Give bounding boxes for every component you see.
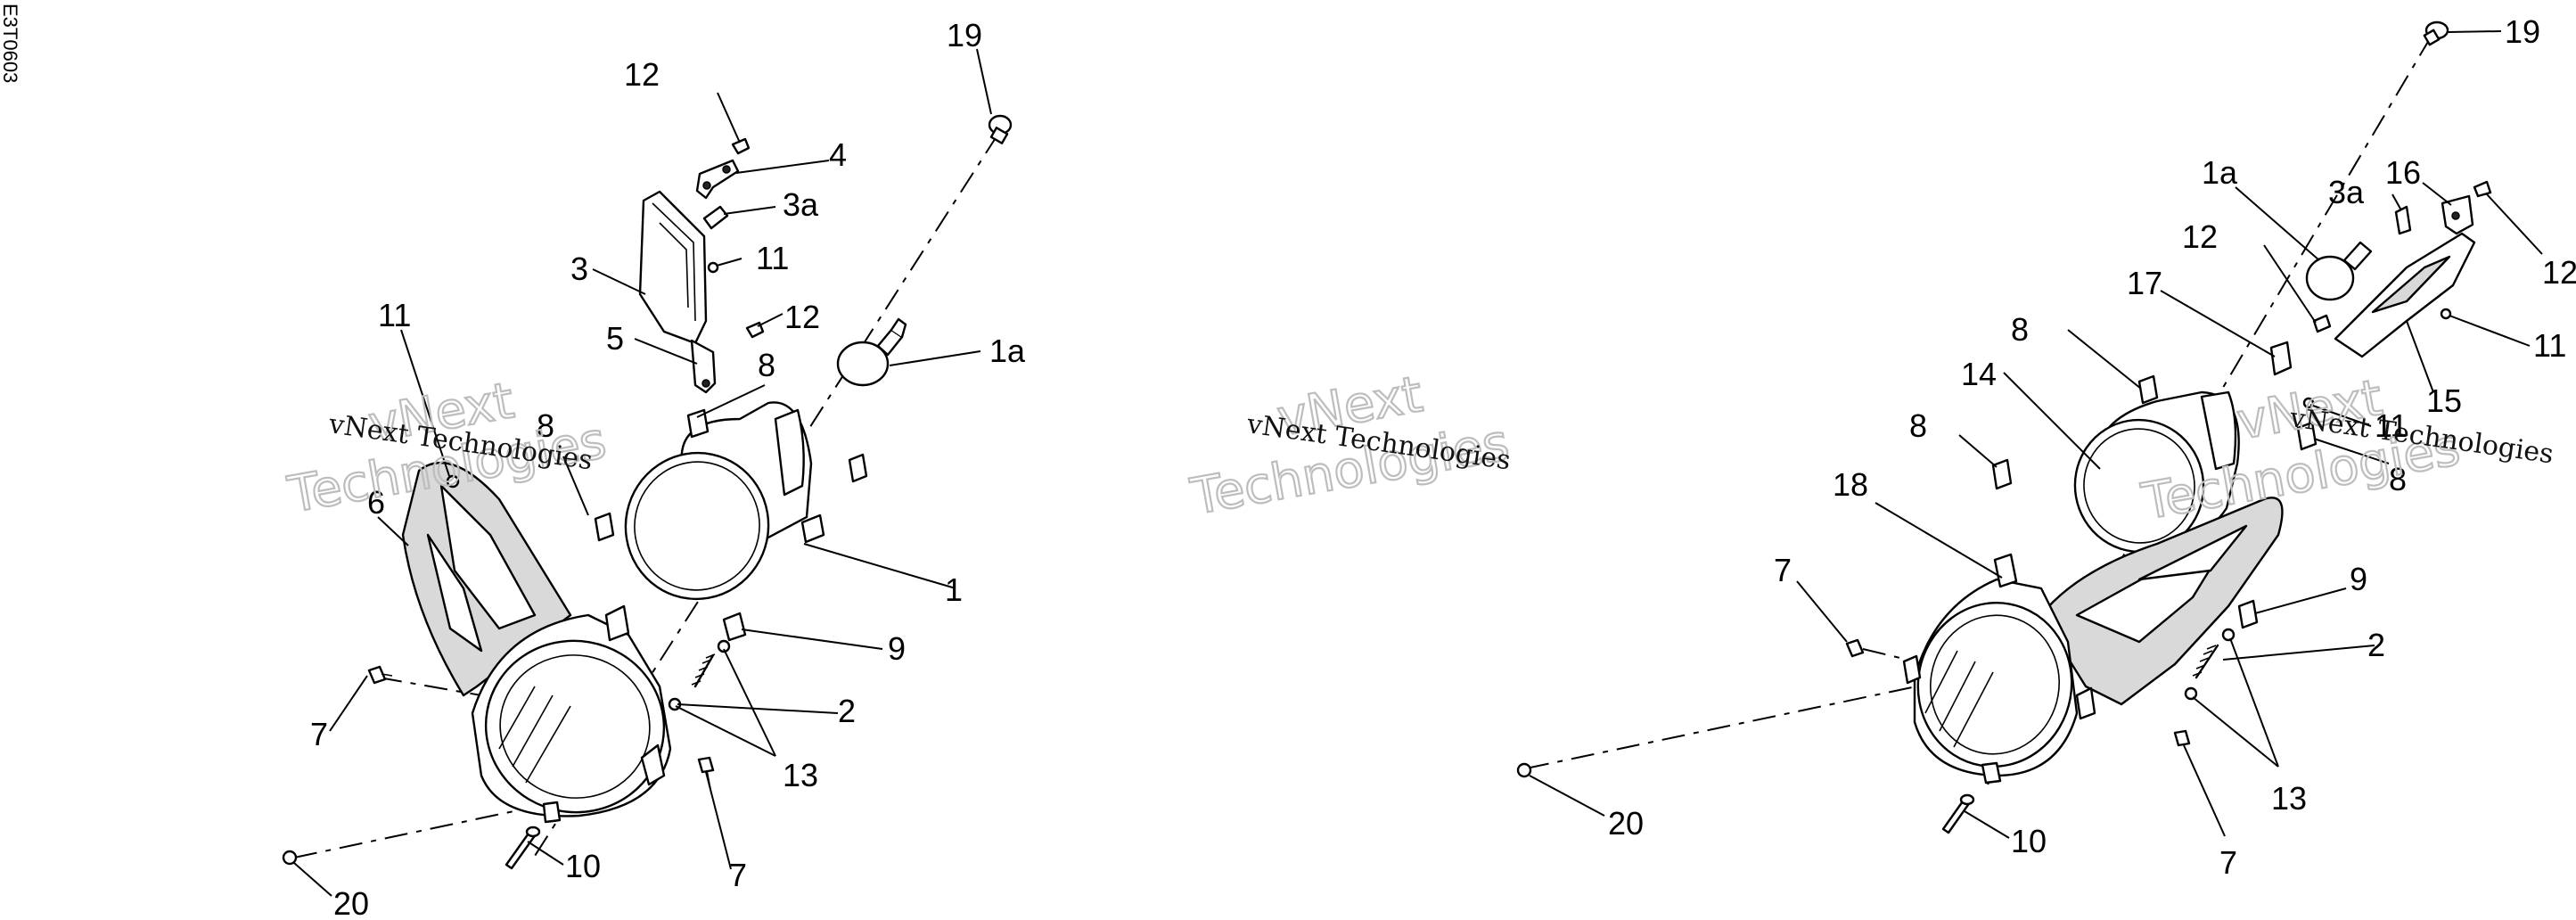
right-nut-13-b bbox=[2184, 686, 2198, 701]
left-callouts: 19 12 4 3a 3 11 5 12 8 1a 11 8 6 1 9 2 7… bbox=[310, 17, 1026, 920]
left-callout-20: 20 bbox=[333, 885, 369, 920]
right-callout-17: 17 bbox=[2127, 265, 2162, 301]
left-screw-20 bbox=[282, 850, 298, 866]
left-callout-3: 3 bbox=[570, 251, 588, 287]
right-callout-12-right: 12 bbox=[2542, 254, 2576, 291]
figure-code: E3T0603 bbox=[0, 4, 21, 83]
right-callout-18: 18 bbox=[1833, 466, 1868, 503]
right-bracket-16 bbox=[2441, 194, 2474, 235]
right-screw-12-right bbox=[2473, 180, 2492, 198]
right-clip-8-mid bbox=[1991, 458, 2013, 490]
left-callout-7-left: 7 bbox=[310, 716, 328, 752]
right-reflector-15 bbox=[2334, 232, 2476, 358]
center-watermark: vNext Technologies vNext Technologies bbox=[1185, 365, 1514, 528]
right-callout-15: 15 bbox=[2426, 382, 2462, 419]
right-screw-20 bbox=[1516, 762, 1532, 778]
right-callout-3a: 3a bbox=[2328, 174, 2365, 210]
right-nut-13-a bbox=[2221, 628, 2236, 642]
right-clip-8-right bbox=[2296, 421, 2318, 451]
right-callout-11-right: 11 bbox=[2533, 327, 2566, 364]
left-callout-8-mid: 8 bbox=[537, 407, 554, 444]
left-callout-1: 1 bbox=[945, 571, 963, 608]
right-callout-2: 2 bbox=[2367, 627, 2385, 663]
left-callout-12-mid: 12 bbox=[784, 299, 820, 335]
left-nut-13-a bbox=[717, 639, 731, 653]
right-nut-11-right bbox=[2440, 308, 2452, 320]
left-callout-13: 13 bbox=[783, 757, 818, 793]
left-nut-11-top bbox=[707, 261, 719, 274]
left-callout-11-top: 11 bbox=[756, 240, 789, 276]
left-screw-axis-7 bbox=[378, 677, 482, 696]
right-spring-2 bbox=[2192, 644, 2219, 679]
right-bulb-1a bbox=[2305, 241, 2373, 301]
right-callout-8-mid: 8 bbox=[1909, 407, 1927, 444]
left-callout-12-top: 12 bbox=[624, 56, 660, 93]
right-callout-10: 10 bbox=[2011, 823, 2047, 859]
left-nut-11-panel bbox=[446, 474, 460, 489]
left-headlamp-1 bbox=[624, 401, 825, 601]
right-callout-9: 9 bbox=[2350, 561, 2367, 597]
left-bulb-3a bbox=[702, 205, 729, 230]
right-headlamp-14 bbox=[2073, 390, 2240, 554]
left-callout-11-left: 11 bbox=[378, 297, 411, 333]
right-bulb-3a bbox=[2394, 205, 2412, 235]
left-screw-axis-20 bbox=[293, 806, 536, 858]
left-callout-2: 2 bbox=[838, 693, 856, 729]
right-callout-16: 16 bbox=[2385, 154, 2421, 191]
left-screw-12-top bbox=[731, 137, 751, 155]
left-callout-6: 6 bbox=[367, 484, 385, 521]
left-bracket-5 bbox=[690, 339, 717, 394]
left-spring-2 bbox=[691, 653, 716, 688]
left-bulb-1a bbox=[836, 317, 907, 387]
left-clip-8-c bbox=[594, 512, 615, 542]
right-screw-axis-20 bbox=[1525, 686, 1917, 769]
left-callout-9: 9 bbox=[888, 630, 906, 667]
right-callout-13: 13 bbox=[2271, 780, 2307, 817]
left-exploded-view: 19 12 4 3a 3 11 5 12 8 1a 11 8 6 1 9 2 7… bbox=[282, 17, 1026, 920]
right-callouts: 19 1a 16 3a 12 12 17 11 8 15 14 11 8 8 1… bbox=[1608, 13, 2576, 881]
right-callout-12-left: 12 bbox=[2182, 218, 2218, 255]
right-housing-18 bbox=[1902, 497, 2284, 784]
left-housing-ring bbox=[471, 604, 672, 824]
right-callout-1a: 1a bbox=[2202, 154, 2238, 191]
right-callout-8-top: 8 bbox=[2011, 311, 2029, 348]
right-screw-7-a bbox=[1845, 638, 1865, 658]
right-screw-7-b bbox=[2173, 729, 2191, 747]
left-callout-1a: 1a bbox=[989, 333, 1026, 369]
left-callout-8-top: 8 bbox=[758, 347, 775, 383]
right-callout-14: 14 bbox=[1961, 356, 1997, 392]
right-screw-axis-7 bbox=[1862, 648, 1908, 661]
right-callout-7-left: 7 bbox=[1774, 552, 1792, 588]
right-callout-11-mid: 11 bbox=[2375, 407, 2408, 444]
right-screw-19 bbox=[2423, 21, 2449, 46]
right-callout-19: 19 bbox=[2505, 13, 2540, 50]
left-screw-7-a bbox=[367, 665, 393, 685]
left-leader-lines bbox=[293, 48, 992, 897]
left-clip-8-a bbox=[686, 408, 710, 439]
right-callout-20: 20 bbox=[1608, 805, 1644, 842]
left-callout-5: 5 bbox=[606, 320, 624, 357]
right-callout-7-bottom: 7 bbox=[2219, 844, 2237, 881]
left-screw-19 bbox=[988, 114, 1013, 144]
right-bracket-17 bbox=[2269, 341, 2293, 376]
left-bolt-10 bbox=[505, 826, 541, 870]
left-clip-9 bbox=[722, 612, 747, 642]
right-clip-9 bbox=[2237, 599, 2259, 629]
right-clip-8-top bbox=[2137, 374, 2159, 405]
left-callout-10: 10 bbox=[565, 848, 601, 884]
left-clip-8-b bbox=[848, 453, 868, 483]
right-exploded-view: 19 1a 16 3a 12 12 17 11 8 15 14 11 8 8 1… bbox=[1516, 13, 2576, 881]
right-bolt-10 bbox=[1941, 793, 1975, 834]
right-screw-12-left bbox=[2312, 314, 2332, 333]
left-callout-4: 4 bbox=[829, 136, 847, 173]
left-callout-19: 19 bbox=[947, 17, 982, 53]
left-callout-3a: 3a bbox=[783, 186, 819, 223]
left-callout-7-bottom: 7 bbox=[729, 857, 747, 893]
left-bracket-4 bbox=[695, 159, 740, 200]
right-leader-lines bbox=[1529, 30, 2543, 839]
left-reflector-3 bbox=[638, 190, 708, 345]
right-callout-8-right: 8 bbox=[2389, 461, 2407, 497]
